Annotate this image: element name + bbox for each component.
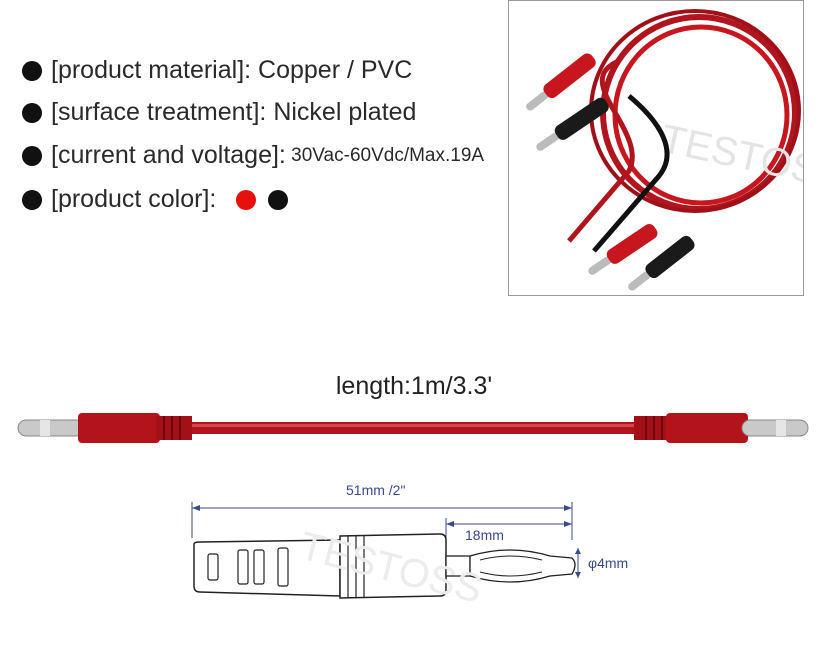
bullet-icon (22, 189, 42, 210)
spec-current-voltage: [current and voltage]: 30Vac-60Vdc/Max.1… (22, 141, 484, 170)
red-color-swatch (236, 189, 257, 210)
total-length-dimension: 51mm /2" (346, 482, 406, 498)
straight-cable-illustration (17, 413, 809, 443)
product-photo: TESTOSS (508, 0, 804, 296)
plug-dimension-drawing: TESTOSS (191, 502, 581, 612)
spec-color: [product color]: (22, 185, 289, 214)
watermark-text: TESTOSS (657, 117, 804, 199)
pin-length-dimension: 18mm (465, 527, 504, 543)
spec-label: [surface treatment]: (51, 98, 267, 126)
spec-value: 30Vac-60Vdc/Max.19A (285, 144, 485, 166)
spec-label: [current and voltage]: (51, 141, 286, 169)
bullet-icon (22, 102, 42, 123)
spec-surface: [surface treatment]: Nickel plated (22, 98, 416, 127)
spec-label: [product material]: (51, 56, 252, 84)
spec-value: Nickel plated (266, 98, 417, 126)
coiled-cables-illustration: TESTOSS (526, 9, 804, 291)
diameter-dimension: φ4mm (588, 555, 629, 571)
bullet-icon (22, 145, 42, 166)
spec-value: Copper / PVC (251, 56, 413, 84)
bullet-icon (22, 60, 42, 81)
spec-label: [product color]: (51, 185, 217, 213)
length-label: length:1m/3.3' (335, 372, 493, 400)
spec-material: [product material]: Copper / PVC (22, 56, 412, 85)
black-color-swatch (268, 189, 289, 210)
